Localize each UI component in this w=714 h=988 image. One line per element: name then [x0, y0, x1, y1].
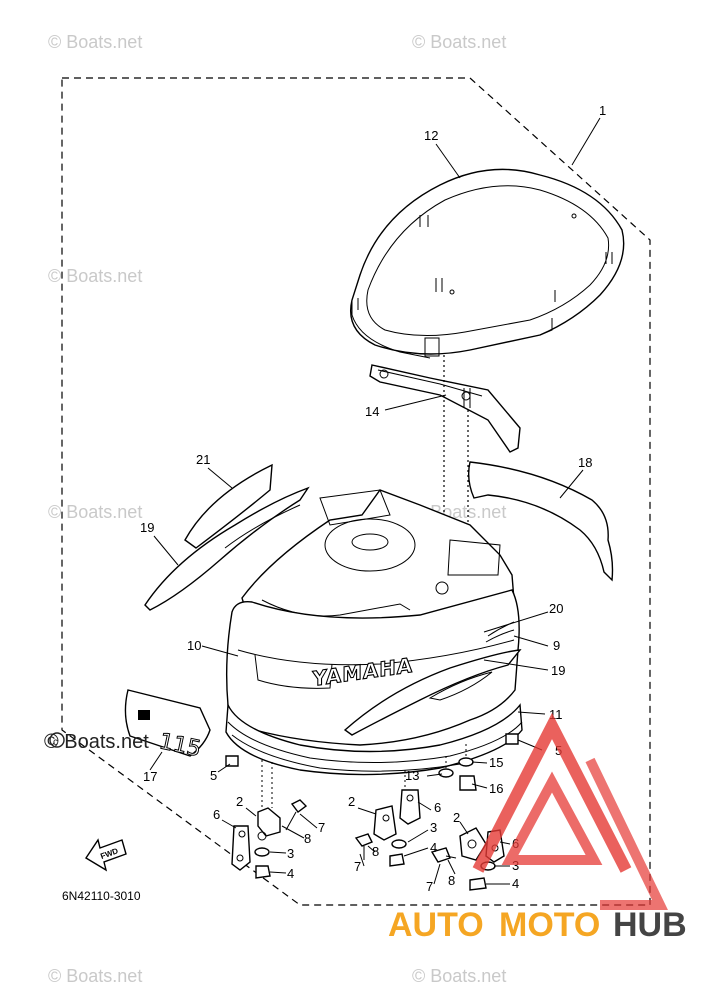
callout-6-left: 6 [213, 807, 220, 822]
callout-2-right: 2 [453, 810, 460, 825]
lid-bracket [369, 364, 521, 453]
callout-8-center: 8 [372, 844, 379, 859]
callout-4-center: 4 [430, 840, 437, 855]
leader-lines [149, 117, 601, 885]
hardware-center [354, 744, 477, 867]
bottom-cowling [225, 489, 523, 776]
callout-4-right: 4 [512, 876, 519, 891]
callout-14: 14 [365, 404, 379, 419]
callout-17: 17 [143, 769, 157, 784]
copyright-watermark: c © Boats.net [44, 731, 149, 753]
hardware-left [231, 760, 308, 879]
watermark-top-left: © Boats.net [48, 32, 142, 52]
callout-9: 9 [553, 638, 560, 653]
callout-8-left: 8 [304, 831, 311, 846]
assembly-outline [61, 77, 651, 906]
callout-15: 15 [489, 755, 503, 770]
callout-10: 10 [187, 638, 201, 653]
callout-6-center: 6 [434, 800, 441, 815]
callout-13: 13 [405, 768, 419, 783]
watermark-bottom-right: © Boats.net [412, 966, 506, 986]
callout-2-left: 2 [236, 794, 243, 809]
callout-16: 16 [489, 781, 503, 796]
callout-7-center: 7 [354, 859, 361, 874]
callout-18: 18 [578, 455, 592, 470]
callout-12: 12 [424, 128, 438, 143]
logo-moto-text: MOTO [499, 906, 600, 944]
watermark-main: © Boats.net [44, 731, 149, 753]
model-decal: 115 [124, 689, 211, 763]
decal-stripe [224, 504, 301, 549]
callout-4-left: 4 [287, 866, 294, 881]
callout-3-center: 3 [430, 820, 437, 835]
logo-hub-text: HUB [613, 906, 687, 944]
callout-7-right: 7 [426, 879, 433, 894]
callout-21: 21 [196, 452, 210, 467]
watermark-mid-left: © Boats.net [48, 266, 142, 286]
grommet-left [225, 755, 239, 767]
callout-19-lower: 19 [551, 663, 565, 678]
watermark-bottom-left: © Boats.net [48, 966, 142, 986]
callout-7-left: 7 [318, 820, 325, 835]
watermark-center-left: © Boats.net [48, 502, 142, 522]
diagram-part-number: 6N42110-3010 [62, 889, 141, 903]
decal-upper-19 [144, 486, 310, 611]
callout-5-left: 5 [210, 768, 217, 783]
callout-8-right: 8 [448, 873, 455, 888]
side-trim [467, 461, 614, 582]
callout-19-upper: 19 [140, 520, 154, 535]
forward-arrow-icon: FWD [85, 838, 127, 872]
callout-3-left: 3 [287, 846, 294, 861]
callout-3-right: 3 [512, 858, 519, 873]
callout-2-center: 2 [348, 794, 355, 809]
callout-20: 20 [549, 601, 563, 616]
logo-auto-text: AUTO [388, 906, 484, 944]
automotohub-logo: AUTO MOTO HUB [388, 712, 687, 944]
svg-text:c: c [53, 737, 58, 748]
grommet-right [505, 733, 519, 745]
callout-1: 1 [599, 103, 606, 118]
watermark-top-right: © Boats.net [412, 32, 506, 52]
decal-upper-21 [184, 463, 273, 549]
top-cowling-lid [350, 168, 625, 359]
